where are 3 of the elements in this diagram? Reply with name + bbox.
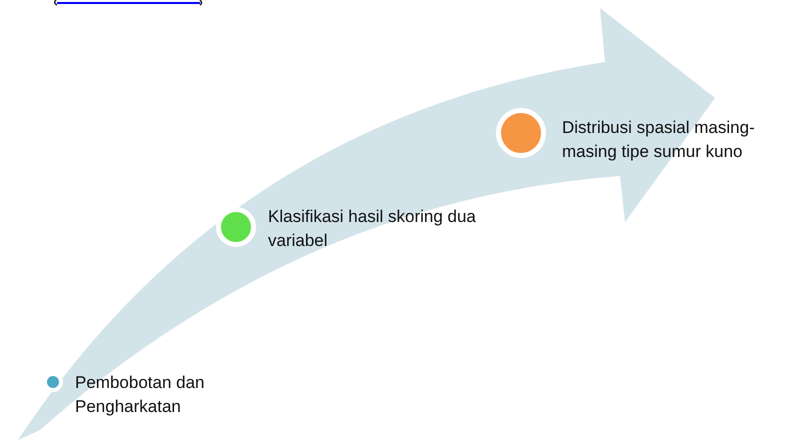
step-label: Klasifikasi hasil skoring dua variabel	[268, 206, 477, 252]
step-label: Distribusi spasial masing-masing tipe sumur kuno	[562, 117, 756, 163]
step-label: Pembobotan dan Pengharkatan	[75, 372, 206, 418]
